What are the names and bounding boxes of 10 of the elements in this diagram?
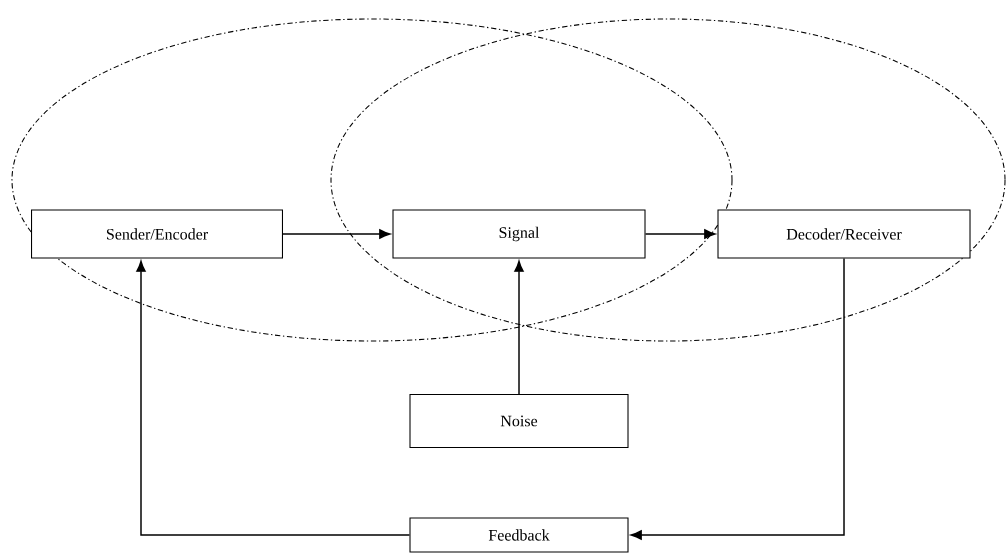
process-box: Decoder/Receiver xyxy=(717,209,971,259)
arrow xyxy=(644,229,716,239)
arrow xyxy=(136,260,411,536)
arrow xyxy=(630,257,845,540)
process-box: Signal xyxy=(392,209,646,259)
arrow xyxy=(514,260,524,395)
process-box: Feedback xyxy=(409,517,629,553)
arrow xyxy=(282,229,391,239)
process-box: Sender/Encoder xyxy=(31,209,283,259)
process-box: Noise xyxy=(409,393,629,449)
